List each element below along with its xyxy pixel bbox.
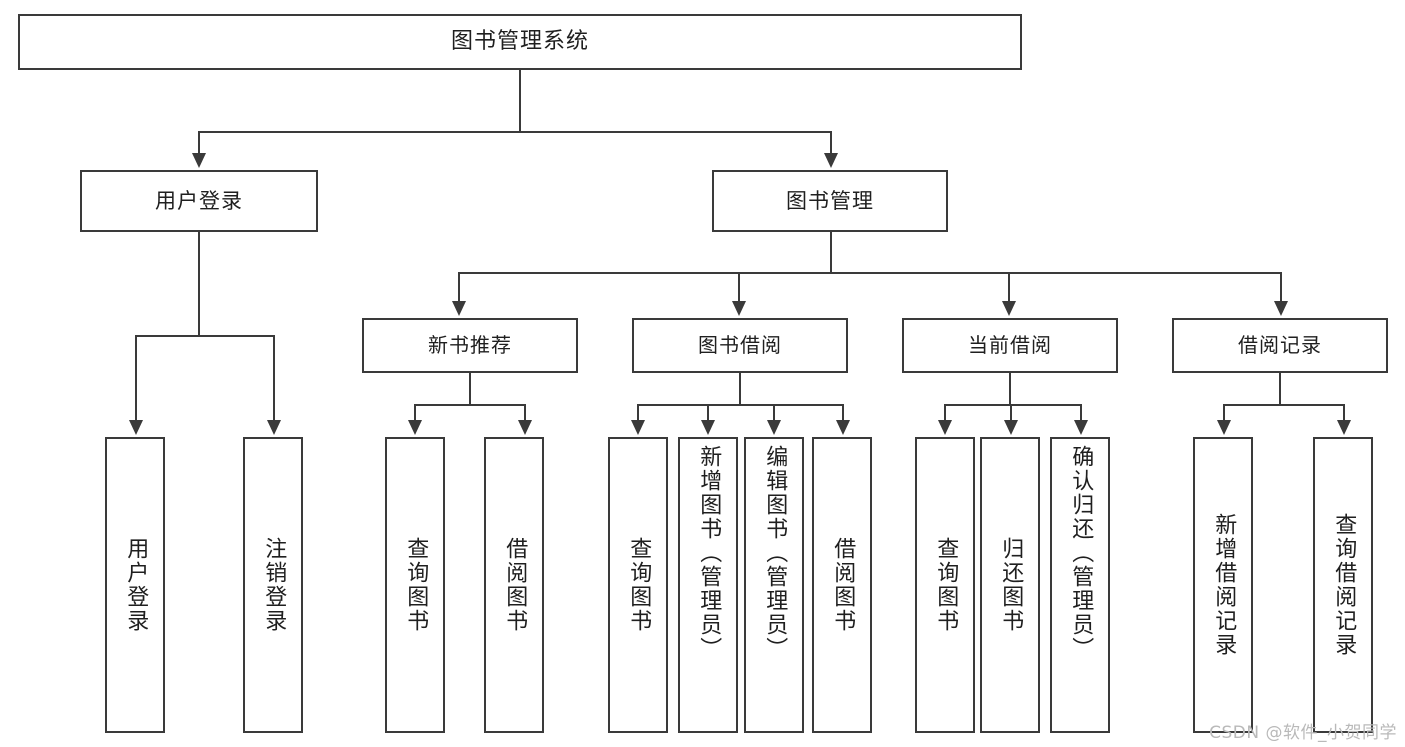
leaf-label: 归还图书	[998, 537, 1024, 633]
connector-borrow-record-to-leaf-2	[1343, 404, 1345, 422]
arrow-new-book-leaf-2-icon	[518, 420, 532, 435]
node-label: 图书借阅	[698, 333, 782, 357]
arrow-book-borrow-leaf-2-icon	[701, 420, 715, 435]
node-current-borrow[interactable]: 当前借阅	[902, 318, 1118, 373]
arrow-borrow-record-leaf-1-icon	[1217, 420, 1231, 435]
node-label: 图书管理系统	[450, 29, 589, 55]
connector-bm-to-book-borrow	[738, 272, 740, 303]
leaf-user-logout[interactable]: 注销登录	[243, 437, 303, 733]
connector-current-borrow-to-leaf-1	[944, 404, 946, 422]
node-label: 借阅记录	[1238, 333, 1322, 357]
leaf-query-borrow-record[interactable]: 查询借阅记录	[1313, 437, 1373, 733]
connector-user-login-bar	[135, 335, 275, 337]
connector-bm-to-borrow-record	[1280, 272, 1282, 303]
leaf-query-book-borrow[interactable]: 查询图书	[608, 437, 668, 733]
node-label: 图书管理	[786, 188, 874, 213]
connector-current-borrow-to-leaf-3	[1080, 404, 1082, 422]
connector-current-borrow-bar	[944, 404, 1081, 406]
connector-user-login-to-leaf-1	[135, 335, 137, 422]
connector-book-borrow-to-leaf-4	[842, 404, 844, 422]
connector-book-management-bar	[458, 272, 1282, 274]
connector-new-book-to-leaf-1	[414, 404, 416, 422]
connector-book-borrow-to-leaf-2	[707, 404, 709, 422]
connector-book-borrow-bar	[637, 404, 842, 406]
leaf-label: 新增图书（管理员）	[696, 445, 722, 661]
arrow-root-to-user-login-icon	[192, 153, 206, 168]
connector-current-borrow-stem	[1009, 373, 1011, 405]
connector-new-book-stem	[469, 373, 471, 405]
connector-bm-to-new-book	[458, 272, 460, 303]
leaf-label: 借阅图书	[502, 537, 528, 633]
connector-bm-to-current-borrow	[1008, 272, 1010, 303]
arrow-bm-borrow-record-icon	[1274, 301, 1288, 316]
connector-user-login-stem	[198, 232, 200, 336]
arrow-current-borrow-leaf-3-icon	[1074, 420, 1088, 435]
node-book-management[interactable]: 图书管理	[712, 170, 948, 232]
connector-borrow-record-stem	[1279, 373, 1281, 405]
watermark: CSDN @软件_小贺同学	[1209, 723, 1397, 743]
arrow-user-login-leaf-2-icon	[267, 420, 281, 435]
connector-book-borrow-to-leaf-1	[637, 404, 639, 422]
leaf-label: 编辑图书（管理员）	[762, 445, 788, 661]
arrow-current-borrow-leaf-2-icon	[1004, 420, 1018, 435]
leaf-label: 新增借阅记录	[1211, 513, 1237, 657]
arrow-current-borrow-leaf-1-icon	[938, 420, 952, 435]
leaf-label: 查询图书	[626, 537, 652, 633]
arrow-book-borrow-leaf-3-icon	[767, 420, 781, 435]
connector-root-bar	[198, 131, 832, 133]
leaf-query-book-current[interactable]: 查询图书	[915, 437, 975, 733]
node-label: 当前借阅	[968, 333, 1052, 357]
leaf-return-book[interactable]: 归还图书	[980, 437, 1040, 733]
connector-current-borrow-to-leaf-2	[1010, 404, 1012, 422]
connector-root-to-user-login	[198, 131, 200, 155]
node-new-book-recommend[interactable]: 新书推荐	[362, 318, 578, 373]
node-label: 用户登录	[155, 188, 243, 213]
arrow-bm-book-borrow-icon	[732, 301, 746, 316]
leaf-label: 查询图书	[933, 537, 959, 633]
connector-root-to-book-management	[830, 131, 832, 155]
connector-new-book-bar	[414, 404, 524, 406]
leaf-confirm-return-admin[interactable]: 确认归还（管理员）	[1050, 437, 1110, 733]
connector-borrow-record-bar	[1223, 404, 1344, 406]
node-user-login[interactable]: 用户登录	[80, 170, 318, 232]
leaf-label: 查询图书	[403, 537, 429, 633]
connector-book-borrow-stem	[739, 373, 741, 405]
leaf-label: 注销登录	[261, 537, 287, 633]
connector-book-management-stem	[830, 232, 832, 274]
arrow-bm-current-borrow-icon	[1002, 301, 1016, 316]
leaf-label: 查询借阅记录	[1331, 513, 1357, 657]
leaf-label: 借阅图书	[830, 537, 856, 633]
leaf-label: 用户登录	[123, 537, 149, 633]
arrow-root-to-book-management-icon	[824, 153, 838, 168]
node-root-book-management-system[interactable]: 图书管理系统	[18, 14, 1022, 70]
connector-root-stem	[519, 70, 521, 132]
connector-borrow-record-to-leaf-1	[1223, 404, 1225, 422]
leaf-user-login[interactable]: 用户登录	[105, 437, 165, 733]
connector-new-book-to-leaf-2	[524, 404, 526, 422]
leaf-add-borrow-record[interactable]: 新增借阅记录	[1193, 437, 1253, 733]
arrow-user-login-leaf-1-icon	[129, 420, 143, 435]
arrow-book-borrow-leaf-4-icon	[836, 420, 850, 435]
leaf-label: 确认归还（管理员）	[1068, 445, 1094, 661]
arrow-bm-new-book-icon	[452, 301, 466, 316]
arrow-book-borrow-leaf-1-icon	[631, 420, 645, 435]
node-borrow-record[interactable]: 借阅记录	[1172, 318, 1388, 373]
leaf-borrow-book-recommend[interactable]: 借阅图书	[484, 437, 544, 733]
node-label: 新书推荐	[428, 333, 512, 357]
leaf-edit-book-admin[interactable]: 编辑图书（管理员）	[744, 437, 804, 733]
leaf-add-book-admin[interactable]: 新增图书（管理员）	[678, 437, 738, 733]
arrow-new-book-leaf-1-icon	[408, 420, 422, 435]
connector-book-borrow-to-leaf-3	[773, 404, 775, 422]
connector-user-login-to-leaf-2	[273, 335, 275, 422]
leaf-borrow-book[interactable]: 借阅图书	[812, 437, 872, 733]
arrow-borrow-record-leaf-2-icon	[1337, 420, 1351, 435]
node-book-borrow[interactable]: 图书借阅	[632, 318, 848, 373]
leaf-query-book-recommend[interactable]: 查询图书	[385, 437, 445, 733]
